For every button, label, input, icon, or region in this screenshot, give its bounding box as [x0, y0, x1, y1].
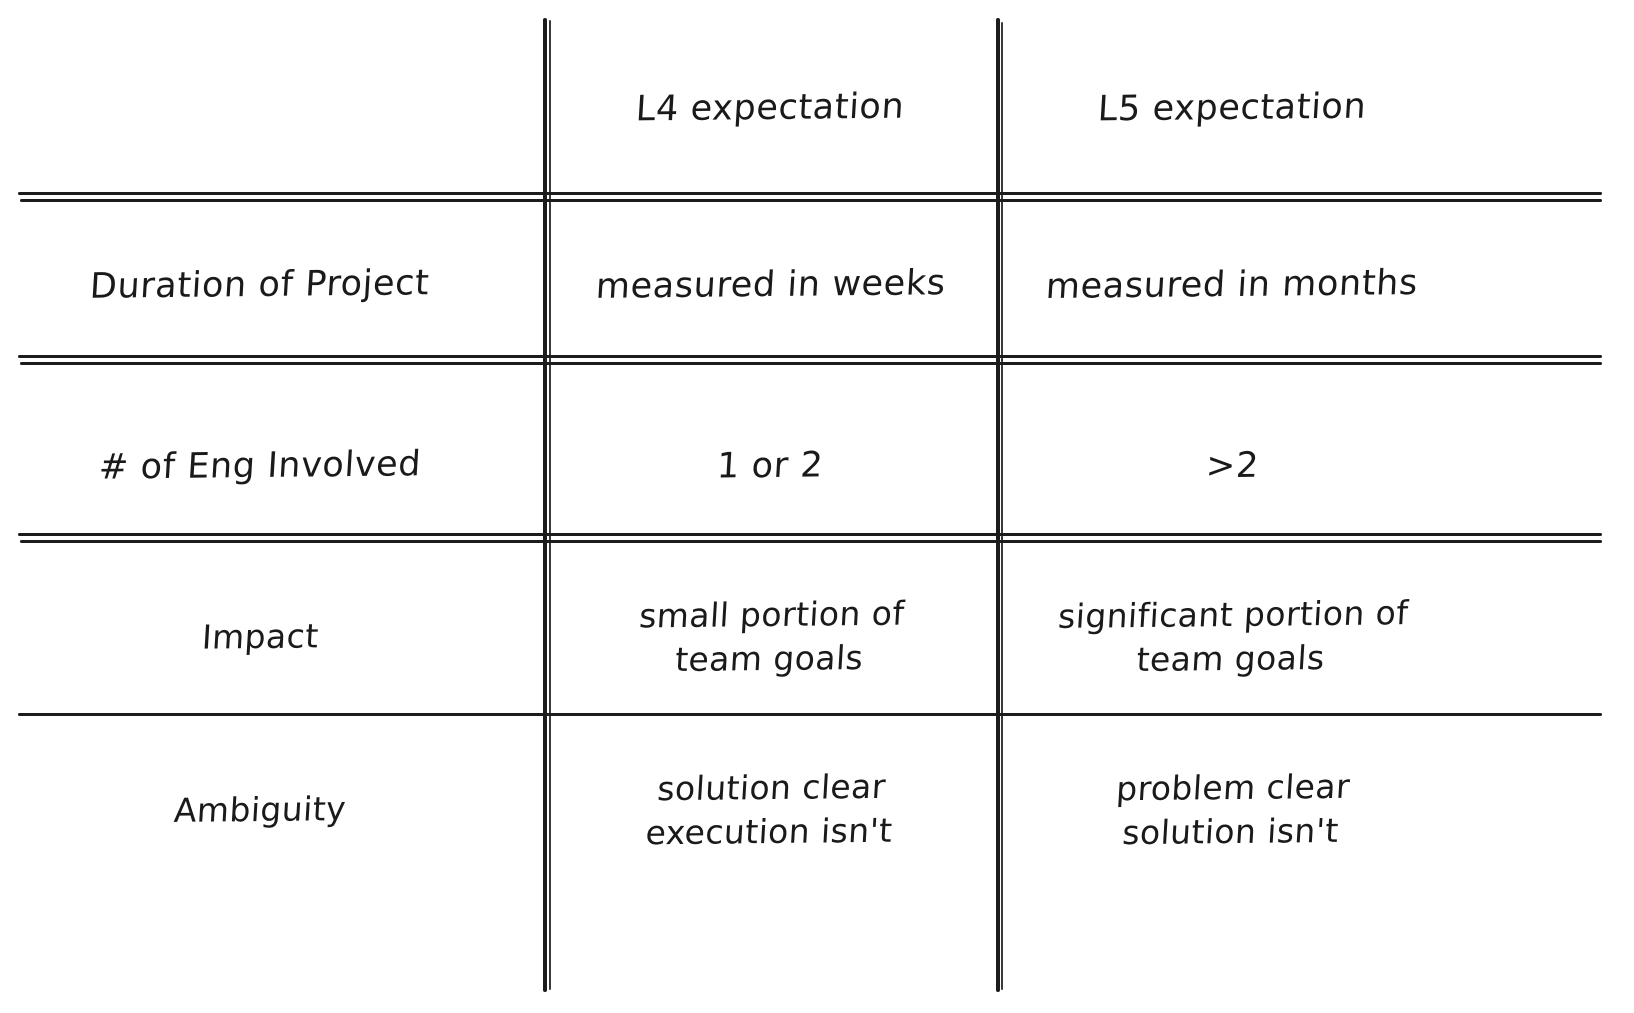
row-label-impact: Impact [0, 561, 520, 713]
header-cell-l4: L4 expectation [548, 24, 993, 194]
column-divider-1-stroke-a [543, 18, 547, 992]
row-label-text: # of Eng Involved [97, 444, 423, 488]
cell-text: solution clear execution isn't [644, 766, 894, 853]
cell-text: problem clear solution isn't [1115, 766, 1352, 853]
cell-text: >2 [1204, 445, 1260, 487]
cell-impact-l4: small portion of team goals [548, 561, 993, 713]
row-divider-2-stroke-b [20, 540, 1602, 543]
cell-text: small portion of team goals [638, 593, 906, 679]
row-label-text: Impact [200, 615, 320, 657]
column-divider-2-stroke-b [1001, 22, 1003, 990]
cell-duration-l5: measured in months [1002, 200, 1462, 372]
cell-text: measured in weeks [594, 263, 947, 308]
column-divider-2-stroke-a [996, 18, 1000, 992]
header-label-l5: L5 expectation [1096, 86, 1368, 130]
column-divider-1-stroke-b [549, 20, 551, 990]
row-divider-header-stroke-b [20, 199, 1602, 202]
cell-eng-l4: 1 or 2 [548, 379, 993, 554]
header-cell-l5: L5 expectation [1002, 24, 1462, 194]
cell-impact-l5: significant portion of team goals [1002, 561, 1462, 713]
cell-duration-l4: measured in weeks [548, 200, 993, 372]
row-divider-1-stroke-a [18, 355, 1602, 358]
row-divider-3-stroke-a [18, 713, 1602, 716]
header-label-l4: L4 expectation [635, 86, 906, 130]
header-cell-criterion [0, 24, 520, 194]
row-label-text: Ambiguity [172, 788, 348, 830]
row-label-num-eng-involved: # of Eng Involved [0, 379, 520, 554]
cell-text: significant portion of team goals [1057, 592, 1410, 679]
row-label-text: Duration of Project [89, 263, 431, 308]
cell-ambiguity-l4: solution clear execution isn't [548, 720, 993, 900]
cell-ambiguity-l5: problem clear solution isn't [1002, 720, 1462, 900]
cell-eng-l5: >2 [1002, 379, 1462, 554]
cell-text: measured in months [1044, 263, 1420, 308]
row-divider-header-stroke-a [18, 192, 1602, 195]
cell-text: 1 or 2 [716, 445, 825, 487]
row-label-ambiguity: Ambiguity [0, 720, 520, 900]
row-divider-1-stroke-b [20, 362, 1602, 365]
row-divider-2-stroke-a [18, 533, 1602, 536]
row-label-duration-of-project: Duration of Project [0, 200, 520, 372]
